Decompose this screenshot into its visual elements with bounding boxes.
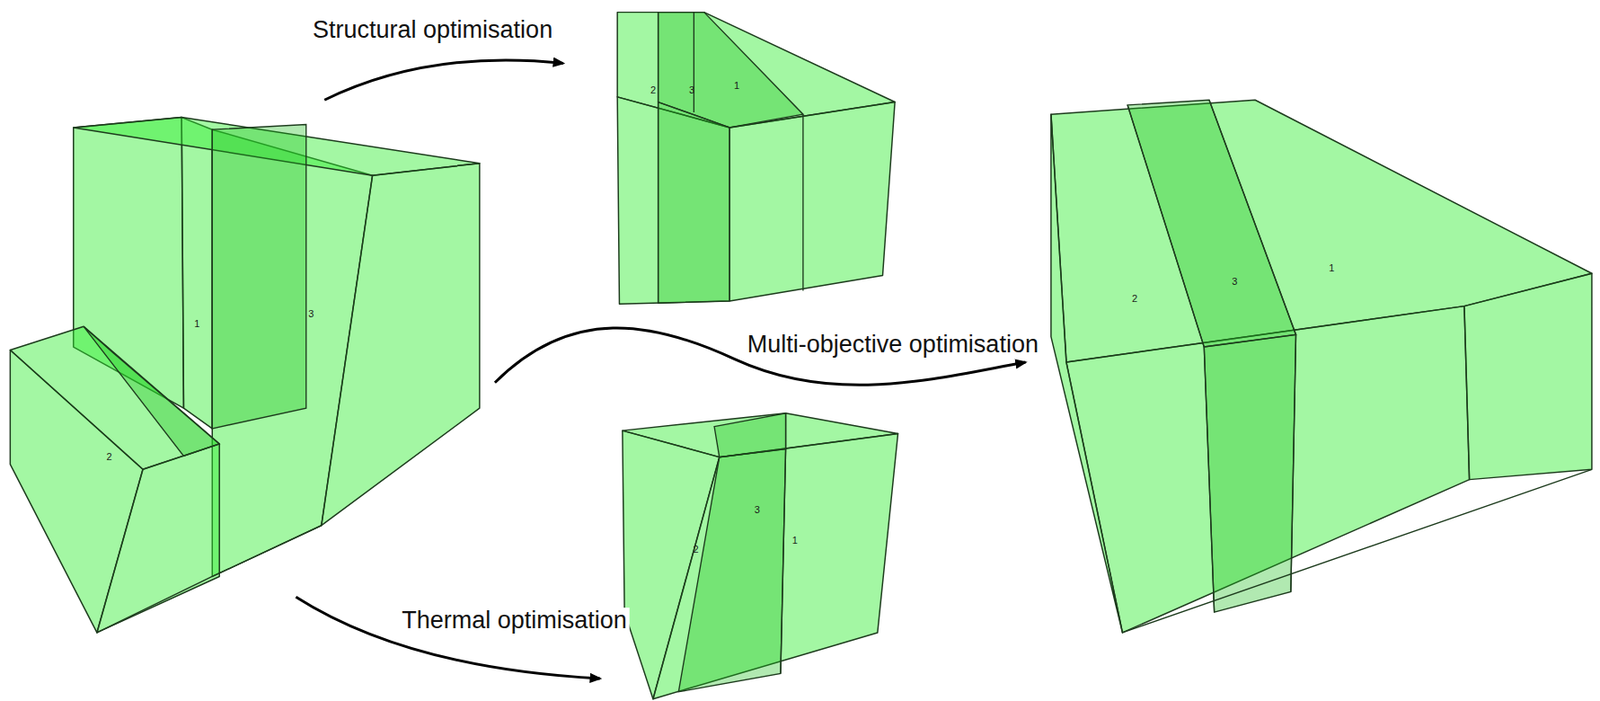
callout-number: 3 xyxy=(754,503,761,515)
thermal-building xyxy=(622,413,899,699)
building-face xyxy=(617,97,895,304)
building-face xyxy=(1066,306,1470,633)
building-face xyxy=(83,326,220,456)
building-face xyxy=(1051,114,1123,633)
building-face xyxy=(1464,273,1592,479)
callout-number: 1 xyxy=(194,318,200,329)
callout-number: 3 xyxy=(308,308,314,319)
callout-number: 3 xyxy=(1231,275,1238,287)
building-face xyxy=(181,117,213,429)
building-face xyxy=(212,124,306,429)
building-face xyxy=(780,413,787,674)
building-face xyxy=(97,443,220,633)
callout-number: 2 xyxy=(1131,292,1138,304)
building-face xyxy=(97,525,322,633)
building-face xyxy=(321,163,480,526)
callout-number: 1 xyxy=(733,79,740,91)
initial-building xyxy=(9,117,479,633)
arrow-label: Multi-objective optimisation xyxy=(744,331,1042,359)
building-face xyxy=(1122,99,1592,633)
structural-arrow xyxy=(324,60,564,100)
building-face xyxy=(653,433,899,699)
building-face xyxy=(658,102,731,304)
callout-number: 3 xyxy=(689,84,695,96)
building-face xyxy=(1203,334,1296,612)
callout-number: 2 xyxy=(106,450,112,462)
arrow-label: Structural optimisation xyxy=(309,17,556,45)
structural-building xyxy=(617,12,895,305)
building-face xyxy=(658,12,804,304)
callout-number: 2 xyxy=(650,84,656,96)
multi-objective-building xyxy=(1051,99,1592,633)
callout-number: 1 xyxy=(1328,262,1335,274)
callout-number: 1 xyxy=(792,534,798,546)
arrow-label: Thermal optimisation xyxy=(398,607,630,635)
building-face xyxy=(1127,99,1296,347)
callout-number: 2 xyxy=(693,543,699,555)
building-face xyxy=(678,449,786,692)
